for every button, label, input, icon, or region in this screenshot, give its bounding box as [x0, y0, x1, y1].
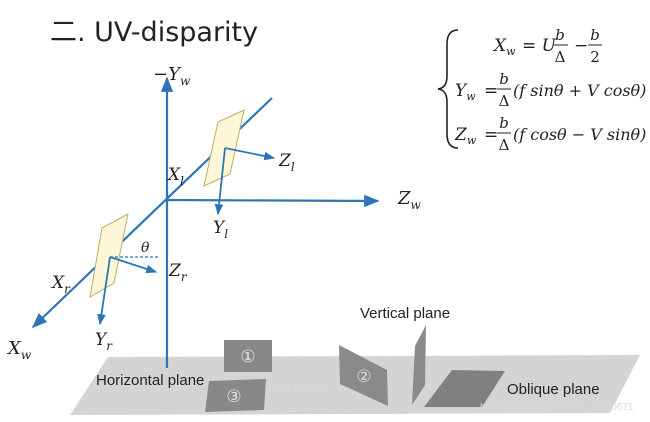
theta-label: θ [141, 240, 150, 256]
zw-paren-expr: (f cosθ − V sinθ) [513, 125, 646, 144]
vertical-plane-label: Vertical plane [360, 305, 450, 322]
zl-label: Zl [278, 151, 295, 174]
yw-frac-den: Δ [499, 92, 510, 110]
world-z-axis [166, 194, 380, 208]
equation-system: Xw = U b Δ − b 2 Yw = b Δ (f sinθ + V co… [437, 26, 646, 154]
road-surface-text: road surface [268, 383, 329, 395]
region-3-plane [205, 379, 266, 412]
xw-frac1-den: Δ [555, 48, 566, 66]
vertical-plane [412, 325, 426, 405]
left-camera-z-axis [224, 147, 276, 161]
zw-equals: = [484, 125, 498, 145]
xw-frac1-num: b [555, 26, 565, 44]
yw-paren-expr: (f sinθ + V cosθ) [513, 81, 646, 100]
zw-frac-num: b [499, 114, 509, 132]
region-2-plane [339, 345, 388, 406]
zw-lhs: Zw [454, 125, 477, 147]
oblique-plane-label: Oblique plane [507, 381, 600, 398]
xw-frac2-den: 2 [590, 48, 600, 66]
right-camera-y-axis [97, 256, 111, 326]
yw-frac-num: b [499, 70, 509, 88]
horizontal-plane-label: Horizontal plane [96, 372, 204, 389]
region-1-plane [224, 340, 272, 372]
watermark: https://blog.csdn.net/qq_21950671 [480, 402, 634, 413]
xw-lhs: Xw [492, 36, 516, 58]
yr-label: Yr [95, 330, 113, 353]
region-1-marker: ① [240, 347, 255, 366]
zw-label: Zw [397, 188, 422, 212]
right-camera-plane [89, 213, 129, 298]
xw-equals-u: = U [522, 36, 557, 56]
equation-brace [437, 29, 459, 149]
left-camera-y-axis [214, 147, 226, 216]
left-camera-plane [203, 109, 245, 187]
zw-frac-den: Δ [499, 136, 510, 154]
xw-frac2-num: b [590, 26, 600, 44]
xl-label: Xl [166, 165, 184, 188]
zr-label: Zr [168, 261, 188, 284]
yw-equals: = [484, 81, 498, 101]
region-3-marker: ③ [226, 387, 241, 406]
xw-minus: − [574, 36, 588, 56]
yw-lhs: Yw [455, 81, 476, 103]
xw-label: Xw [6, 338, 32, 362]
region-2-marker: ② [356, 367, 371, 386]
oblique-plane [424, 370, 505, 407]
yl-label: Yl [213, 218, 228, 241]
page-title: 二. UV-disparity [50, 17, 259, 48]
xr-label: Xr [50, 273, 71, 296]
neg-yw-label: −Yw [153, 64, 191, 88]
right-camera-z-axis [109, 256, 158, 274]
